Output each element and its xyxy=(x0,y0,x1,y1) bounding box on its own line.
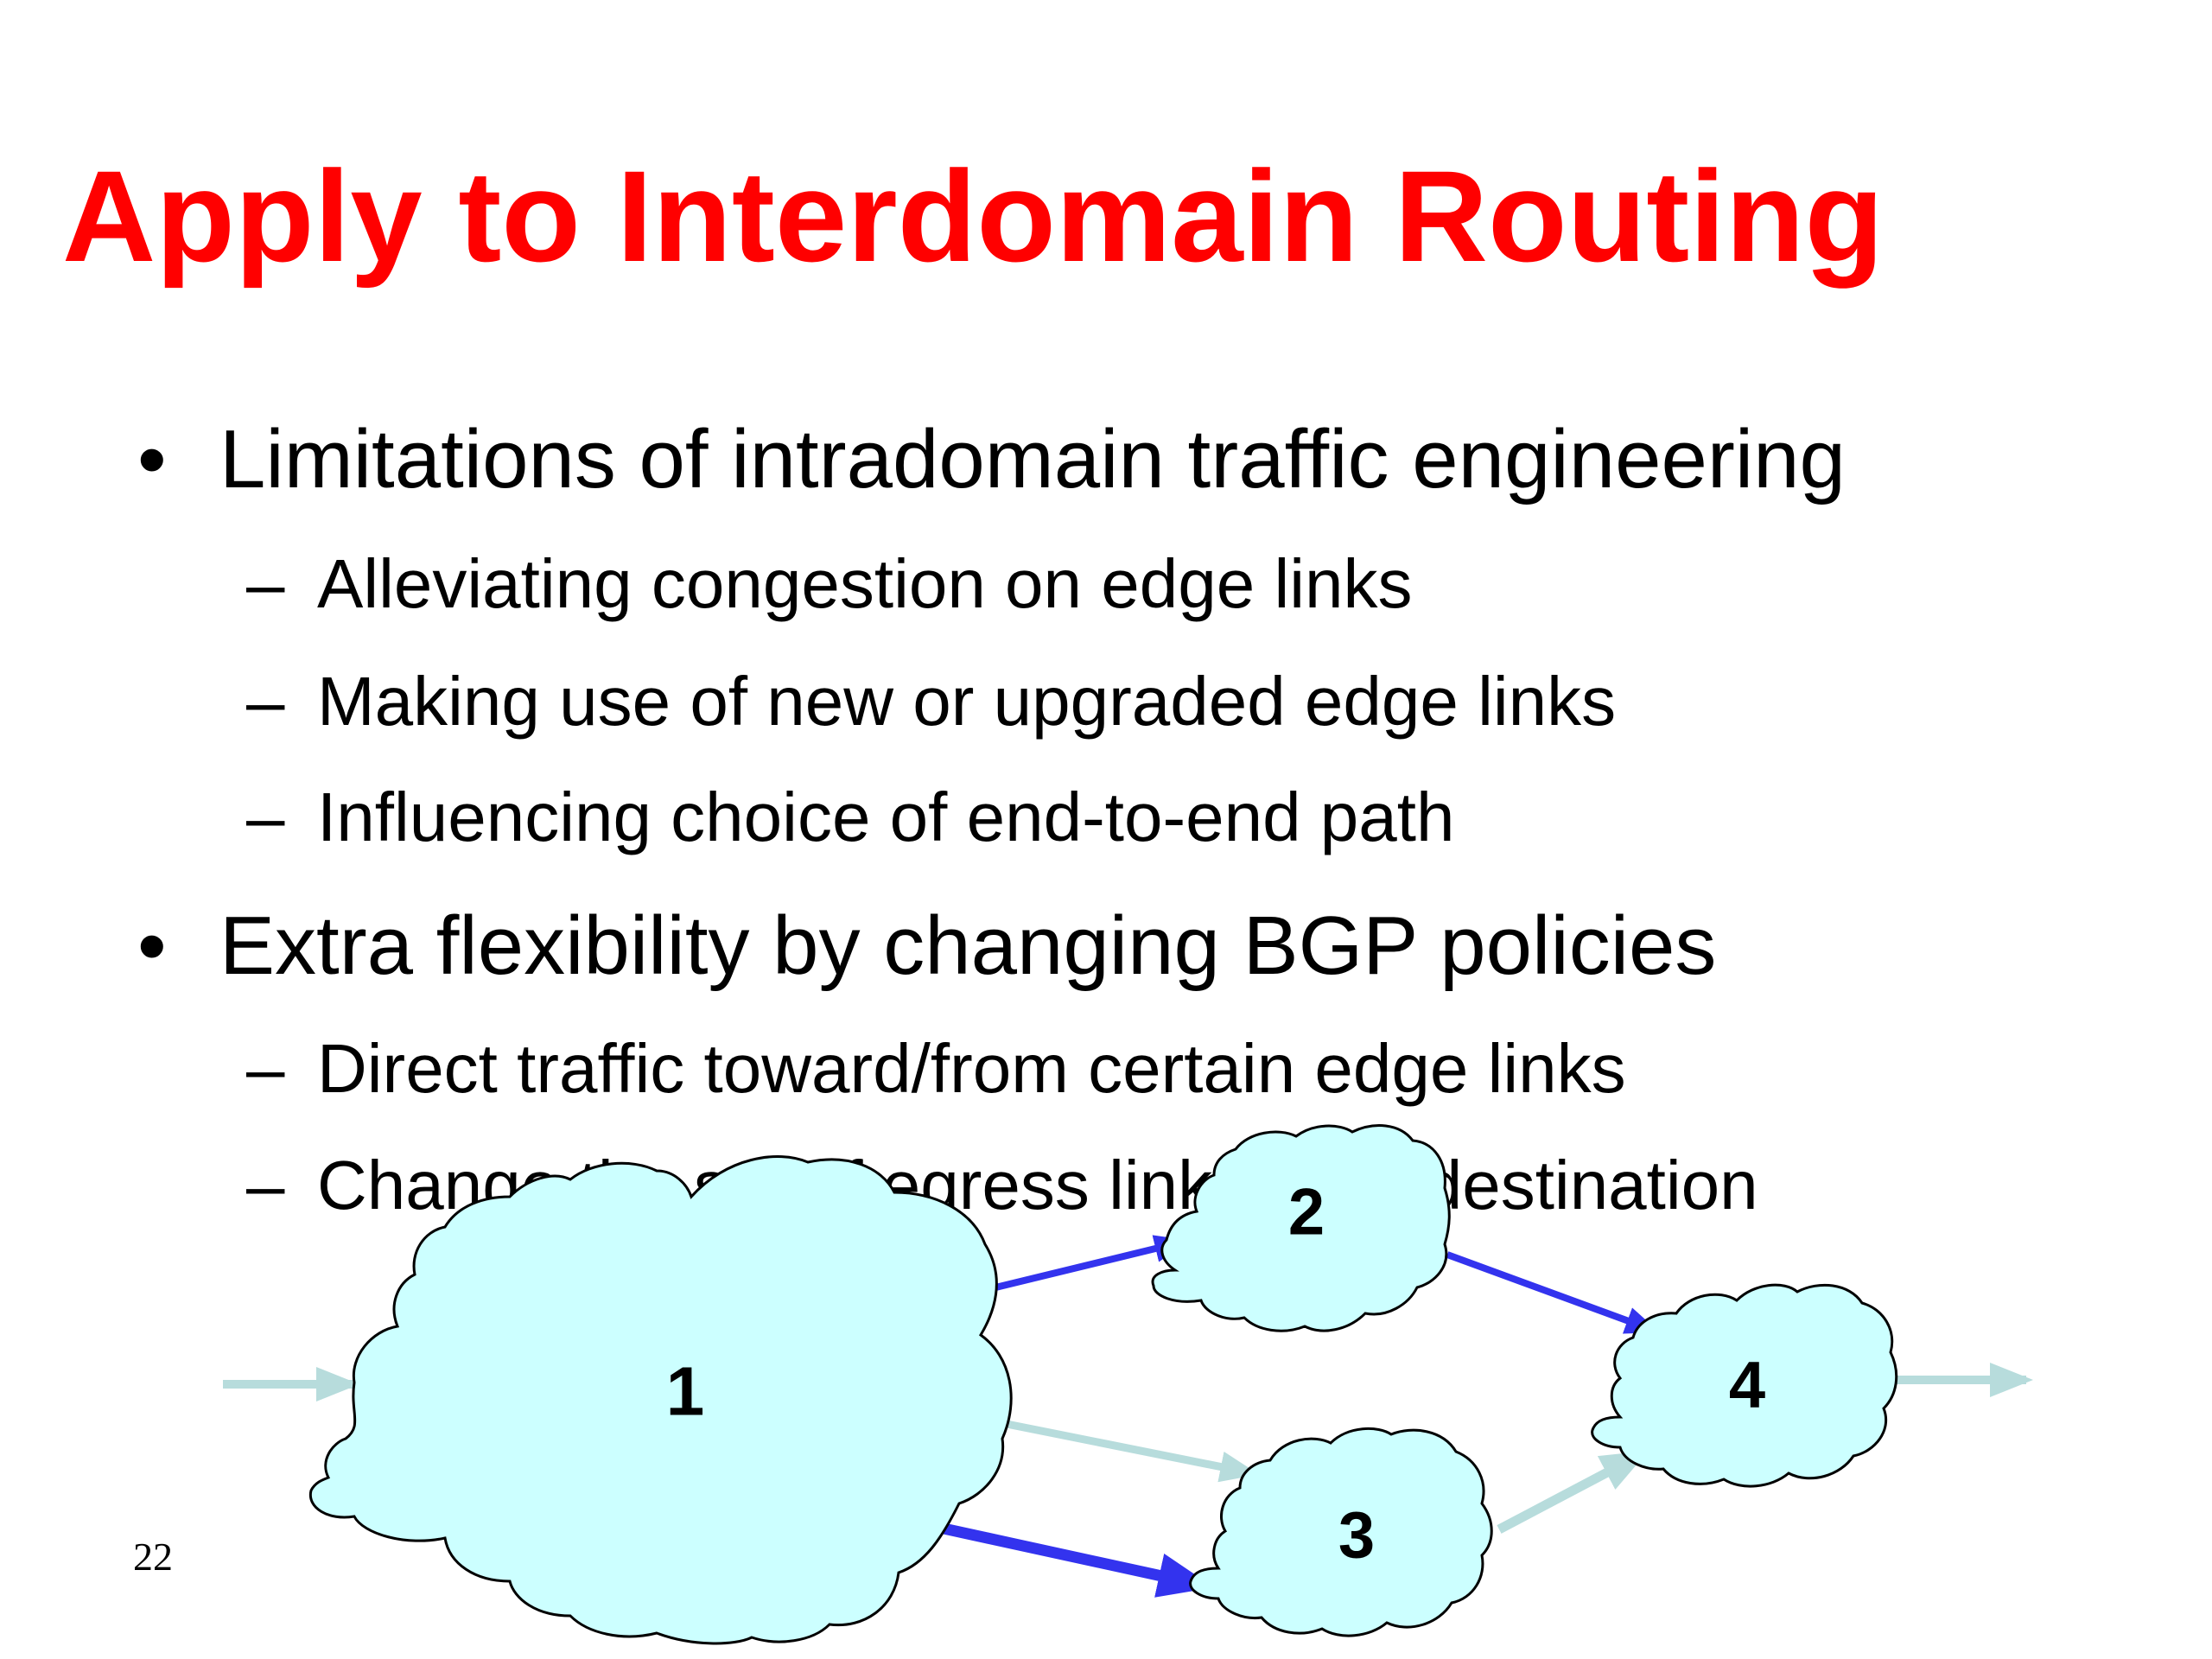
dash-marker: – xyxy=(246,545,285,622)
sub-bullet-item: – Influencing choice of end-to-end path xyxy=(246,776,1455,859)
node-label: 3 xyxy=(1338,1499,1375,1573)
cloud-as-3: 3 xyxy=(1189,1427,1493,1637)
bullet-marker: • xyxy=(137,899,167,992)
node-label: 2 xyxy=(1288,1176,1325,1249)
cloud-shape xyxy=(1189,1427,1493,1637)
page-number: 22 xyxy=(133,1535,173,1579)
node-label: 1 xyxy=(666,1353,705,1430)
cloud-as-1: 1 xyxy=(308,1155,1013,1645)
dash-marker: – xyxy=(246,663,285,740)
sub-bullet-text: Alleviating congestion on edge links xyxy=(317,545,1413,622)
sub-bullet-item: – Direct traffic toward/from certain edg… xyxy=(246,1027,1626,1110)
dash-marker: – xyxy=(246,1147,285,1224)
cloud-shape xyxy=(1591,1283,1898,1488)
arrow-1-to-3 xyxy=(914,1516,1215,1598)
sub-bullet-item: – Making use of new or upgraded edge lin… xyxy=(246,660,1617,743)
bullet-item: • Extra flexibility by changing BGP poli… xyxy=(137,899,1717,994)
slide-title: Apply to Interdomain Routing xyxy=(62,143,1885,289)
bullet-marker: • xyxy=(137,413,167,505)
arrow-1-to-3-unused xyxy=(1006,1420,1260,1483)
dash-marker: – xyxy=(246,779,285,855)
arrow-2-to-4 xyxy=(1446,1251,1661,1334)
cloud-shape xyxy=(1151,1124,1451,1332)
cloud-as-4: 4 xyxy=(1591,1283,1898,1488)
cloud-as-2: 2 xyxy=(1151,1124,1451,1332)
sub-bullet-text: Influencing choice of end-to-end path xyxy=(317,779,1455,855)
node-label: 4 xyxy=(1729,1349,1765,1422)
dash-marker: – xyxy=(246,1030,285,1107)
bullet-text: Extra flexibility by changing BGP polici… xyxy=(219,899,1717,992)
bullet-item: • Limitations of intradomain traffic eng… xyxy=(137,412,1846,507)
sub-bullet-item: – Alleviating congestion on edge links xyxy=(246,543,1413,626)
cloud-shape xyxy=(308,1155,1013,1645)
bullet-text: Limitations of intradomain traffic engin… xyxy=(219,413,1846,505)
sub-bullet-text: Making use of new or upgraded edge links xyxy=(317,663,1617,740)
arrow-1-to-2 xyxy=(984,1235,1190,1294)
arrow-3-to-4 xyxy=(1497,1450,1649,1534)
sub-bullet-text: Direct traffic toward/from certain edge … xyxy=(317,1030,1626,1107)
